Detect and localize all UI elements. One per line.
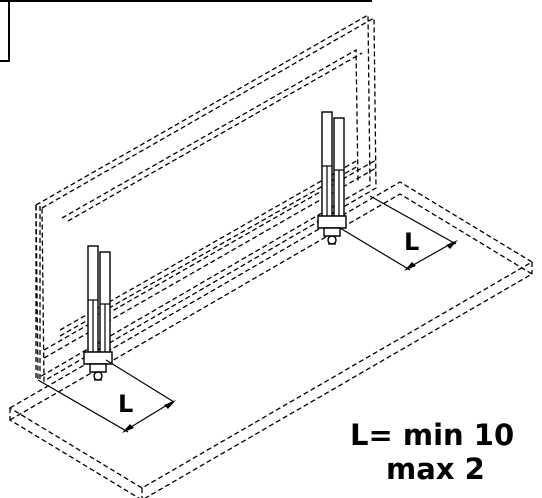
dimension-left: L xyxy=(37,359,176,433)
caption-min: L= min 10 xyxy=(350,418,515,452)
corner-frame-box xyxy=(0,0,10,62)
caption-max: max 2 xyxy=(386,452,485,486)
dimension-label-left: L xyxy=(118,390,133,418)
right-mounting-bracket xyxy=(317,111,347,245)
top-border-rule xyxy=(0,0,372,2)
dimension-label-right: L xyxy=(404,228,419,256)
desk-top-outline xyxy=(8,181,534,498)
dimension-right: L xyxy=(339,195,458,271)
left-mounting-bracket xyxy=(83,245,113,381)
